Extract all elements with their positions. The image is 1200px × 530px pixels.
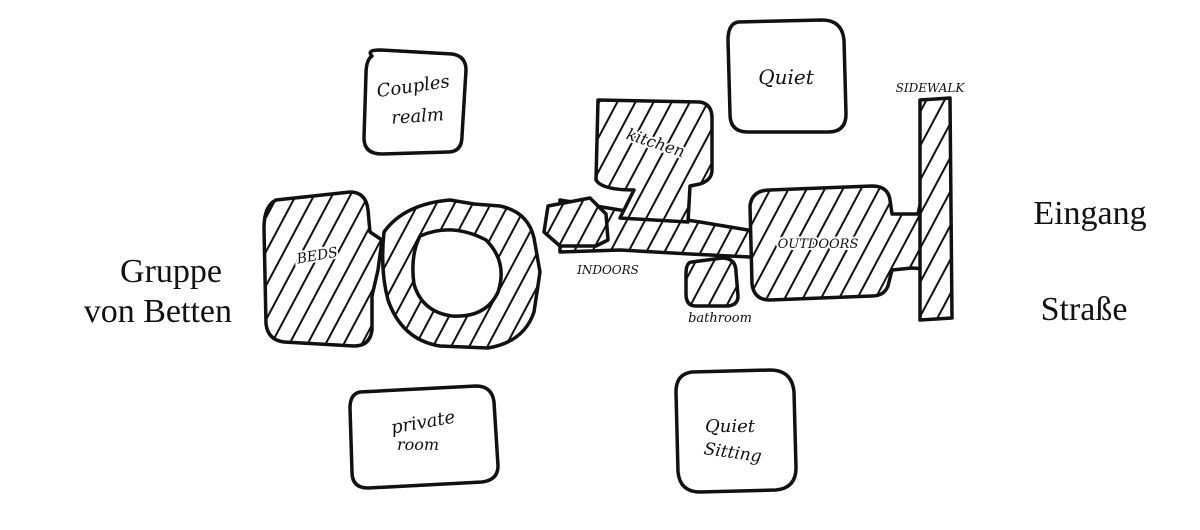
entrance-label: Eingang (1033, 195, 1146, 232)
group-of-beds-label-2: von Betten (84, 293, 232, 330)
hatched-indoors-link (542, 196, 610, 248)
couples-realm-label-2: realm (391, 104, 445, 129)
hatched-sidewalk (918, 96, 954, 322)
quiet-box (726, 18, 848, 134)
couples-realm-box (362, 48, 468, 156)
private-room-box (348, 384, 500, 490)
outdoors-label: OUTDOORS (778, 237, 859, 252)
hatched-bathroom (684, 256, 740, 308)
street-label: Straße (1041, 291, 1128, 328)
group-of-beds-label-1: Gruppe (120, 253, 222, 290)
hatched-beds (262, 190, 384, 348)
ring-opening (411, 228, 503, 318)
sidewalk-label: SIDEWALK (896, 81, 966, 95)
quiet-label: Quiet (758, 65, 815, 89)
quiet-sitting-label-1: Quiet (705, 416, 756, 437)
quiet-sitting-box (674, 368, 798, 494)
hatched-kitchen (594, 98, 714, 224)
hatched-outdoors (748, 184, 942, 302)
bathroom-label: bathroom (688, 311, 752, 326)
indoors-label: INDOORS (576, 263, 639, 277)
private-room-label-2: room (397, 435, 439, 454)
